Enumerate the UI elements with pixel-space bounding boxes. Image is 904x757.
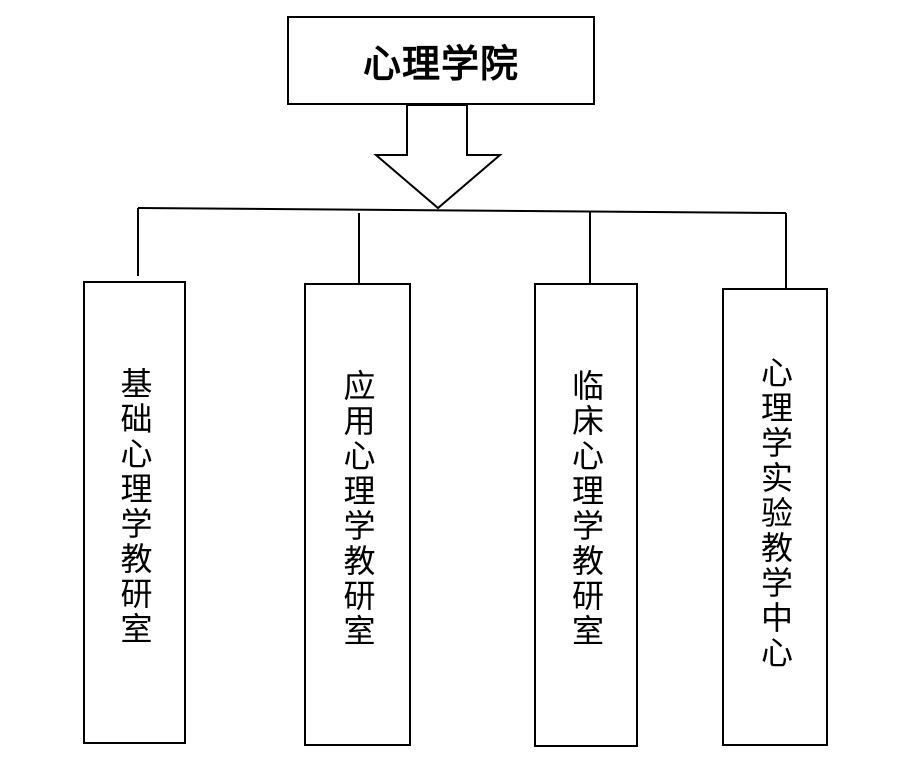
dept-node-label: 应用心理学教研室	[338, 369, 377, 649]
down-arrow	[373, 104, 503, 210]
root-node-box: 心理学院	[287, 16, 595, 105]
dept-node-basic-psychology: 基础心理学教研室	[83, 281, 186, 744]
dept-node-label: 基础心理学教研室	[115, 367, 154, 647]
dept-node-clinical-psychology: 临床心理学教研室	[534, 283, 638, 747]
root-node-title: 心理学院	[362, 42, 519, 86]
dept-node-experiment-center: 心理学实验教学中心	[722, 288, 828, 746]
dept-node-applied-psychology: 应用心理学教研室	[304, 283, 411, 746]
dept-node-label: 心理学实验教学中心	[756, 356, 794, 671]
horizontal-connector	[137, 207, 787, 214]
dept-node-label: 临床心理学教研室	[567, 369, 605, 649]
